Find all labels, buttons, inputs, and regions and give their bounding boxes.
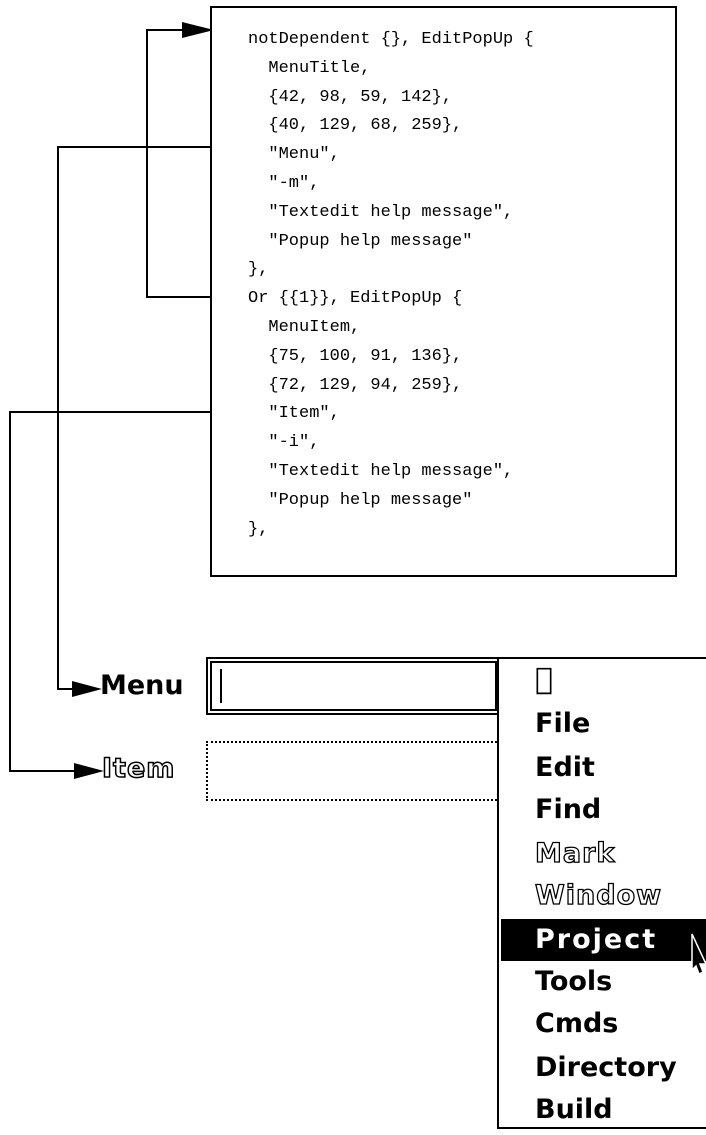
- bracket-connector: [146, 29, 210, 298]
- code-line: "Popup help message": [248, 231, 473, 251]
- code-line: "Textedit help message",: [248, 462, 514, 481]
- menu-label: Menu: [100, 670, 184, 701]
- code-line: {40, 129, 68, 259},: [248, 116, 463, 136]
- menu-item-edit[interactable]: Edit: [535, 752, 595, 783]
- code-line: MenuTitle,: [248, 58, 371, 78]
- code-line: notDependent {}, EditPopUp {: [248, 30, 534, 49]
- code-line: "Menu",: [248, 145, 340, 165]
- menu-item-mark: Mark: [534, 837, 616, 869]
- item-label: Item: [101, 752, 176, 785]
- arrowhead-icon: [72, 681, 102, 697]
- arrowhead-icon: [182, 22, 214, 38]
- menu-connector: [57, 146, 210, 690]
- code-line: {72, 129, 94, 259},: [248, 375, 463, 395]
- code-line: {42, 98, 59, 142},: [248, 87, 453, 107]
- menu-item-cmds[interactable]: Cmds: [535, 1008, 619, 1039]
- menu-item-file[interactable]: File: [535, 708, 591, 739]
- code-line: "Item",: [248, 404, 340, 424]
- menu-item-find[interactable]: Find: [535, 794, 602, 825]
- menu-item-window: Window: [534, 879, 663, 911]
- menu-item-field[interactable]: [206, 741, 501, 801]
- arrowhead-icon: [74, 763, 104, 779]
- apple-icon[interactable]: : [499, 659, 706, 701]
- code-line: Or {{1}}, EditPopUp {: [248, 289, 463, 309]
- menu-title-field[interactable]: [206, 657, 501, 715]
- code-line: },: [248, 260, 269, 280]
- code-block: notDependent {}, EditPopUp { MenuTitle, …: [210, 6, 677, 577]
- code-line: },: [248, 519, 269, 539]
- code-line: "Textedit help message",: [248, 202, 514, 222]
- menu-field-inner-border: [210, 661, 497, 711]
- pointer-cursor-icon: [691, 933, 706, 976]
- code-line: "-i",: [248, 433, 320, 453]
- code-line: "Popup help message": [248, 490, 473, 510]
- code-line: MenuItem,: [248, 318, 361, 337]
- menu-item-project[interactable]: Project: [501, 919, 706, 961]
- item-connector: [9, 411, 210, 772]
- menu-item-tools[interactable]: Tools: [535, 966, 613, 997]
- code-line: {75, 100, 91, 136},: [248, 346, 463, 366]
- menu-item-directory[interactable]: Directory: [535, 1052, 677, 1083]
- text-cursor: [220, 669, 222, 703]
- menu-item-build[interactable]: Build: [535, 1094, 613, 1125]
- popup-menu[interactable]:  FileEditFindMarkWindowProjectToolsCmdsD…: [497, 657, 706, 1129]
- code-line: "-m",: [248, 174, 320, 193]
